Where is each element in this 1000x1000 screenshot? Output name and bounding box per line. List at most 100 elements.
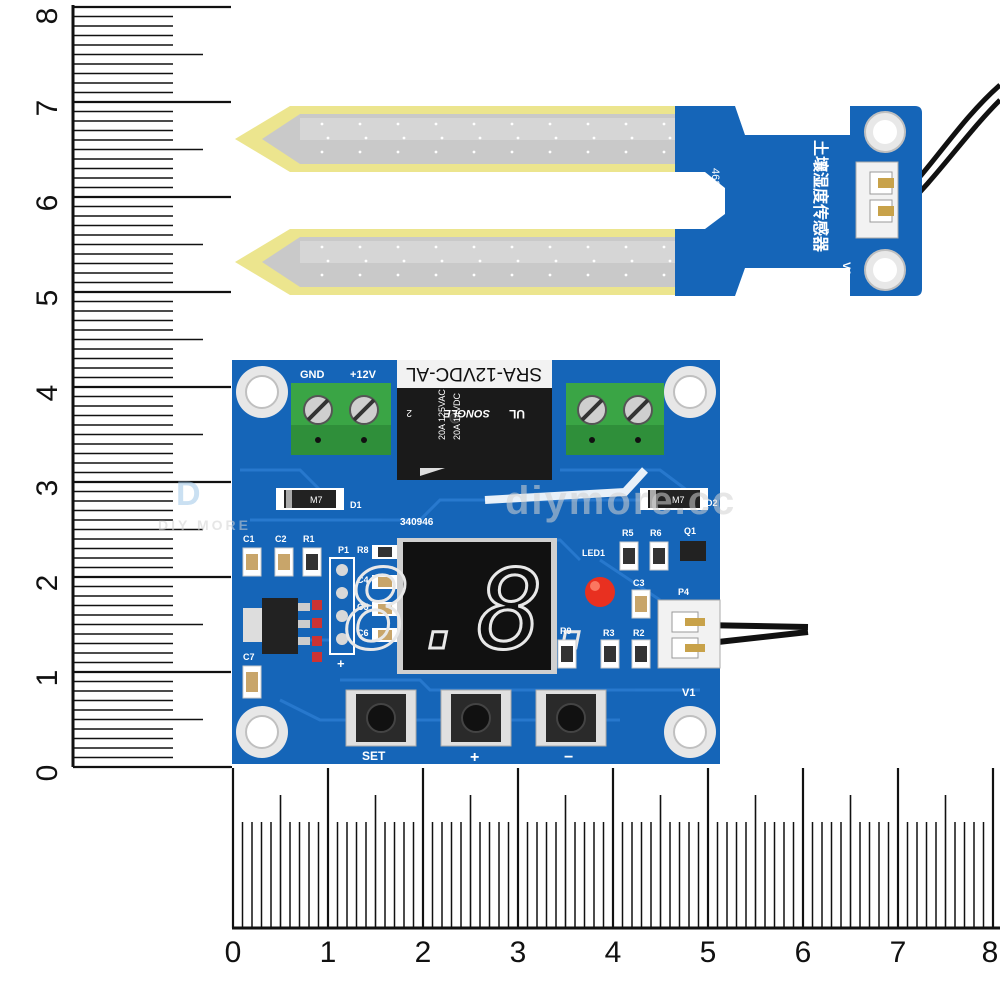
pcb-mount-holes: [236, 366, 716, 758]
vruler-label-6: 6: [31, 195, 64, 212]
relay-ul-mark: UL: [509, 407, 525, 421]
probe-dot: [396, 245, 400, 249]
probe-dot: [472, 245, 476, 249]
probe-dot: [662, 273, 666, 277]
probe-dot: [472, 150, 476, 154]
probe-dot: [624, 273, 628, 277]
probe-dot: [358, 150, 362, 154]
plus-button[interactable]: [440, 689, 512, 747]
probe-dot: [510, 273, 514, 277]
r6-label: R6: [650, 528, 662, 538]
probe-dot: [592, 136, 596, 140]
hruler-label-0: 0: [225, 936, 242, 969]
c6-label: C6: [357, 628, 369, 638]
probe-dot: [586, 150, 590, 154]
vruler-label-2: 2: [31, 575, 64, 592]
r3-label: R3: [603, 628, 615, 638]
horizontal-ruler-ticks: [231, 768, 995, 928]
set-button[interactable]: [345, 689, 417, 747]
vruler-label-5: 5: [31, 290, 64, 307]
probe-dot: [434, 273, 438, 277]
probe-dot: [624, 122, 628, 126]
v12-label: +12V: [350, 369, 377, 381]
vertical-ruler-labels: 0 1 2 3 4 5 6 7 8: [31, 8, 64, 782]
hruler-label-5: 5: [700, 936, 717, 969]
r9-label: R9: [560, 626, 572, 636]
probe-dot: [320, 273, 324, 277]
p1-plus-mark: +: [337, 656, 345, 671]
set-button-label: SET: [362, 749, 386, 763]
d1-label: D1: [350, 500, 362, 510]
vruler-label-8: 8: [31, 8, 64, 25]
probe-dot: [434, 150, 438, 154]
hruler-label-7: 7: [890, 936, 907, 969]
probe-dot: [396, 150, 400, 154]
vruler-label-3: 3: [31, 480, 64, 497]
probe-dot: [396, 122, 400, 126]
hruler-label-4: 4: [605, 936, 622, 969]
hruler-label-1: 1: [320, 936, 337, 969]
horizontal-ruler-labels: 0 1 2 3 4 5 6 7 8: [225, 936, 999, 969]
vertical-ruler-ticks: [73, 5, 231, 769]
probe-dot: [548, 150, 552, 154]
probe-dot: [320, 122, 324, 126]
c3-label: C3: [633, 578, 645, 588]
vruler-label-4: 4: [31, 385, 64, 402]
probe-dot: [510, 245, 514, 249]
c4-label: C4: [357, 575, 369, 585]
probe-dot: [548, 122, 552, 126]
diode-d2: M7: [640, 488, 708, 510]
probe-dot: [586, 273, 590, 277]
probe-dot: [510, 122, 514, 126]
probe-dot: [586, 122, 590, 126]
probe-dot: [364, 259, 368, 263]
probe-dot: [624, 150, 628, 154]
c2-label: C2: [275, 534, 287, 544]
q1-label: Q1: [684, 526, 696, 536]
minus-button[interactable]: [535, 689, 607, 747]
watermark: diymore.cc DIY MORE D: [158, 475, 736, 533]
probe-version: V1: [840, 262, 852, 275]
probe-dot: [472, 273, 476, 277]
probe-dot: [478, 136, 482, 140]
horizontal-ruler: 0 1 2 3 4 5 6 7 8: [225, 768, 1000, 969]
probe-dot: [630, 136, 634, 140]
status-led: [585, 577, 615, 607]
vruler-label-1: 1: [31, 670, 64, 687]
probe-dot: [358, 245, 362, 249]
probe-dot: [554, 136, 558, 140]
vruler-label-7: 7: [31, 100, 64, 117]
r8-label: R8: [357, 545, 369, 555]
smd-left-group: C1 C2 R1 C7: [242, 534, 322, 699]
probe-dot: [434, 122, 438, 126]
hruler-label-3: 3: [510, 936, 527, 969]
probe-dot: [358, 122, 362, 126]
hruler-label-8: 8: [982, 936, 999, 969]
plus-button-label: +: [470, 749, 479, 766]
relay-pin-number: 2: [406, 407, 412, 418]
relay-model: SRA-12VDC-AL: [406, 363, 542, 384]
probe-dot: [402, 259, 406, 263]
vertical-ruler: 0 1 2 3 4 5 6 7 8: [31, 5, 232, 781]
p4-label: P4: [678, 587, 689, 597]
probe-dot: [320, 245, 324, 249]
probe-dot: [440, 136, 444, 140]
watermark-site: diymore.cc: [505, 479, 736, 523]
minus-button-label: −: [564, 749, 573, 766]
r2-label: R2: [633, 628, 645, 638]
probe-dot: [434, 245, 438, 249]
led1-label: LED1: [582, 548, 605, 558]
probe-dot: [326, 136, 330, 140]
watermark-logo: D: [176, 475, 201, 513]
probe-dot: [592, 259, 596, 263]
soil-moisture-probe: 土壤湿度传感器 462440 V1: [235, 83, 1000, 296]
header-p1: [329, 557, 355, 655]
probe-dot: [516, 136, 520, 140]
probe-dot: [548, 245, 552, 249]
probe-dot: [624, 245, 628, 249]
probe-dot: [668, 259, 672, 263]
probe-dot: [402, 136, 406, 140]
p1-label: P1: [338, 545, 349, 555]
probe-dot: [440, 259, 444, 263]
